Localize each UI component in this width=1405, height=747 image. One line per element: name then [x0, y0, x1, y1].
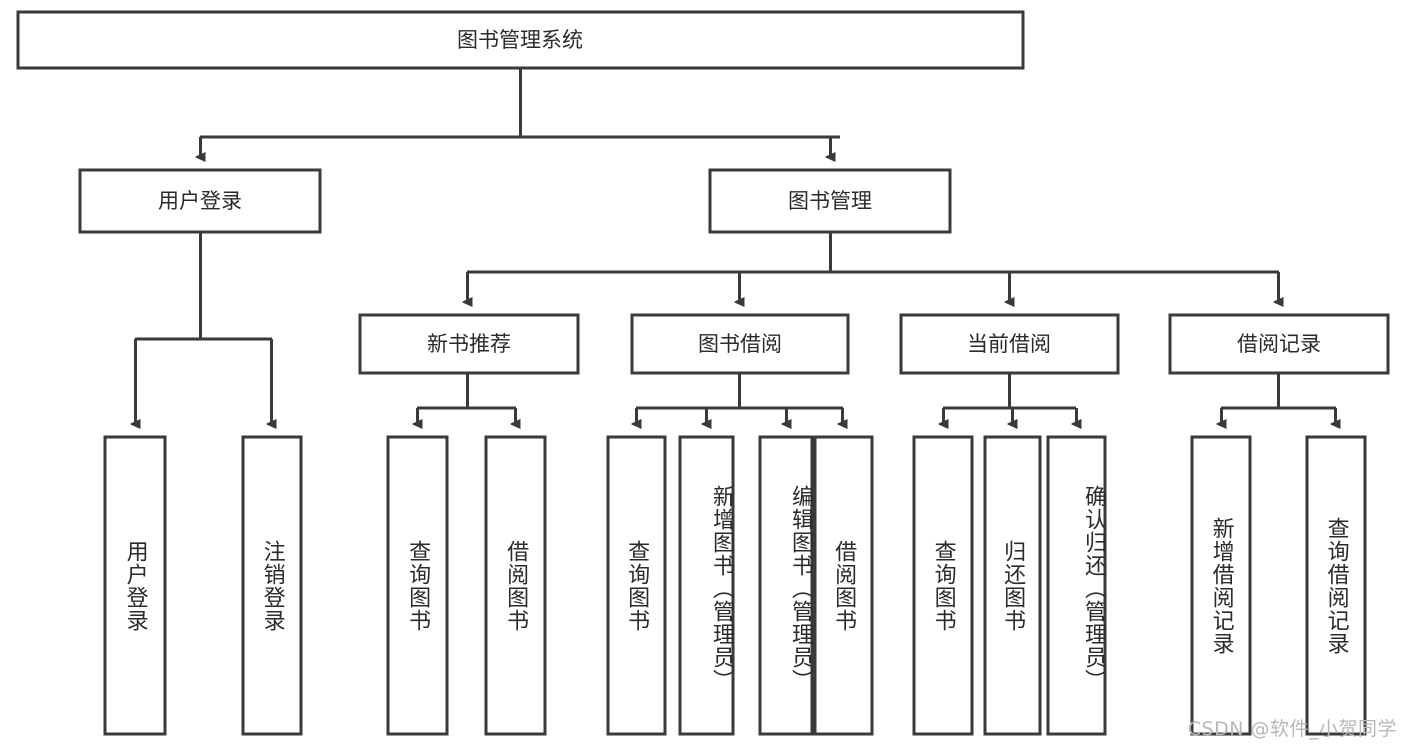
- node-label-book-borrow: 图书借阅: [698, 332, 782, 356]
- leaf-box-add-book[interactable]: [678, 435, 735, 736]
- leaf-box-borrow-book-2[interactable]: [813, 435, 874, 736]
- connector-group-user-login: [135, 232, 272, 424]
- leaf-box-query-book-2[interactable]: [606, 435, 667, 736]
- node-new-book-recommend[interactable]: 新书推荐: [358, 313, 580, 375]
- leaf-box-query-book-3[interactable]: [912, 435, 974, 736]
- leaf-boxes: [103, 435, 1367, 736]
- node-box-system-title: [16, 10, 1025, 70]
- node-label-user-login: 用户登录: [158, 189, 242, 213]
- node-box-borrow-record: [1168, 313, 1390, 375]
- leaf-box-query-book-1[interactable]: [386, 435, 449, 736]
- node-box-user-login: [78, 168, 322, 234]
- node-current-borrow[interactable]: 当前借阅: [899, 313, 1120, 375]
- connector-group-new-book-recommend: [417, 373, 516, 424]
- node-book-borrow[interactable]: 图书借阅: [630, 313, 850, 375]
- connector-group-root: [200, 68, 840, 157]
- connector-group-book-borrow: [636, 373, 843, 424]
- leaf-box-return-book[interactable]: [983, 435, 1042, 736]
- connector-group-current-borrow: [943, 373, 1077, 424]
- connector-group-borrow-record: [1221, 373, 1336, 424]
- leaf-box-add-record[interactable]: [1190, 435, 1252, 736]
- csdn-watermark: CSDN @软件_小贺同学: [1187, 718, 1397, 740]
- node-borrow-record[interactable]: 借阅记录: [1168, 313, 1390, 375]
- leaf-box-query-record[interactable]: [1305, 435, 1367, 736]
- node-user-login[interactable]: 用户登录: [78, 168, 322, 234]
- node-box-book-borrow: [630, 313, 850, 375]
- leaf-box-logout[interactable]: [241, 435, 303, 736]
- node-label-borrow-record: 借阅记录: [1237, 332, 1321, 356]
- leaf-box-user-login[interactable]: [103, 435, 167, 736]
- leaf-box-confirm-return[interactable]: [1046, 435, 1107, 736]
- node-book-manage[interactable]: 图书管理: [708, 168, 952, 234]
- node-label-book-manage: 图书管理: [788, 189, 872, 213]
- node-box-book-manage: [708, 168, 952, 234]
- node-label-new-book-recommend: 新书推荐: [427, 332, 511, 356]
- node-label-system-title: 图书管理系统: [457, 28, 583, 52]
- leaf-box-borrow-book-1[interactable]: [484, 435, 547, 736]
- node-box-current-borrow: [899, 313, 1120, 375]
- connector-group-book-manage: [467, 232, 1279, 302]
- leaf-box-edit-book[interactable]: [758, 435, 814, 736]
- node-system-title[interactable]: 图书管理系统: [16, 10, 1025, 70]
- node-box-new-book-recommend: [358, 313, 580, 375]
- node-label-current-borrow: 当前借阅: [967, 332, 1051, 356]
